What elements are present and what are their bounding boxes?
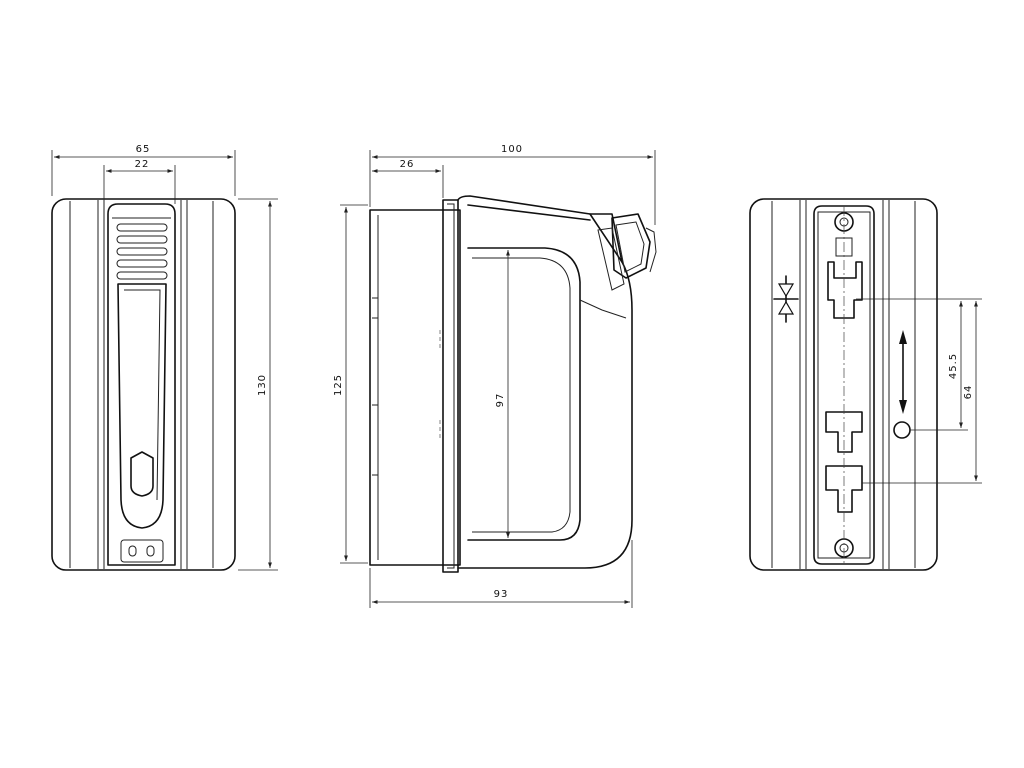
side-handle-dim: 97 (495, 393, 506, 408)
front-height-dim: 130 (257, 374, 268, 396)
belt-clip (107, 203, 176, 566)
front-inner-dim: 22 (135, 159, 150, 170)
side-base-dim: 93 (494, 589, 509, 600)
vertical-arrow-icon (899, 330, 907, 414)
side-offset-dim: 26 (400, 159, 415, 170)
back-view: 45.5 64 (749, 198, 982, 571)
hole-marker-icon (893, 421, 911, 439)
front-width-dim: 65 (136, 144, 151, 155)
side-height-dim: 125 (333, 374, 344, 396)
front-view: 65 22 130 (51, 144, 278, 571)
compress-arrows-icon (773, 275, 799, 323)
mounting-plate (813, 205, 875, 566)
side-overall-dim: 100 (501, 144, 523, 155)
side-view: 100 26 125 97 93 (333, 144, 657, 608)
back-hole-b-dim: 64 (963, 385, 974, 400)
back-hole-a-dim: 45.5 (948, 353, 959, 379)
